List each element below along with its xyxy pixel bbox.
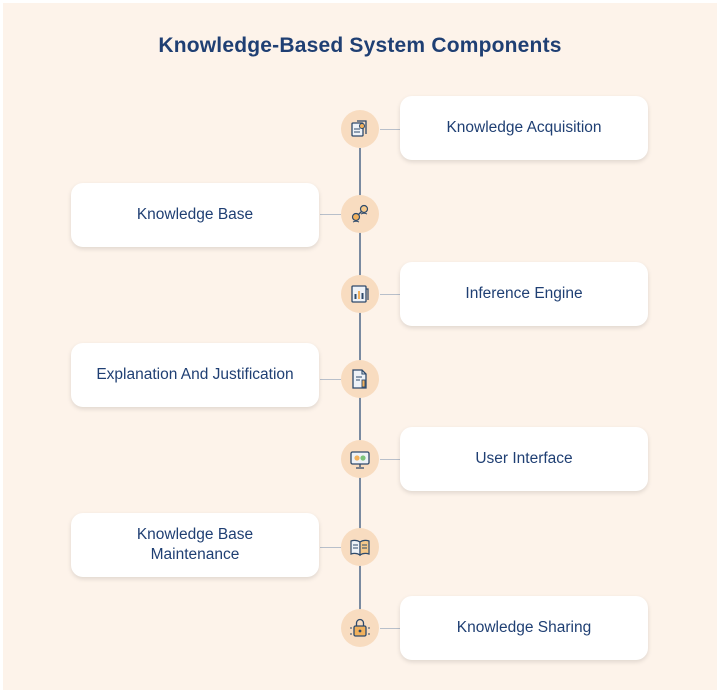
card-explanation-justification: Explanation And Justification [71, 343, 319, 407]
connector-6 [380, 628, 400, 629]
connector-2 [380, 294, 400, 295]
connector-3 [320, 379, 341, 380]
card-knowledge-base: Knowledge Base [71, 183, 319, 247]
connector-0 [380, 129, 400, 130]
document-pen-icon [341, 360, 379, 398]
card-knowledge-base-maintenance: Knowledge Base Maintenance [71, 513, 319, 577]
open-book-icon [341, 528, 379, 566]
connector-1 [320, 214, 341, 215]
monitor-icon [341, 440, 379, 478]
connected-ideas-icon [341, 195, 379, 233]
card-knowledge-acquisition: Knowledge Acquisition [400, 96, 648, 160]
card-knowledge-sharing: Knowledge Sharing [400, 596, 648, 660]
connector-4 [380, 459, 400, 460]
connector-5 [320, 547, 341, 548]
analysis-report-icon [341, 275, 379, 313]
shared-lock-icon [341, 609, 379, 647]
brain-document-icon [341, 110, 379, 148]
card-inference-engine: Inference Engine [400, 262, 648, 326]
card-user-interface: User Interface [400, 427, 648, 491]
diagram-title: Knowledge-Based System Components [158, 34, 562, 57]
